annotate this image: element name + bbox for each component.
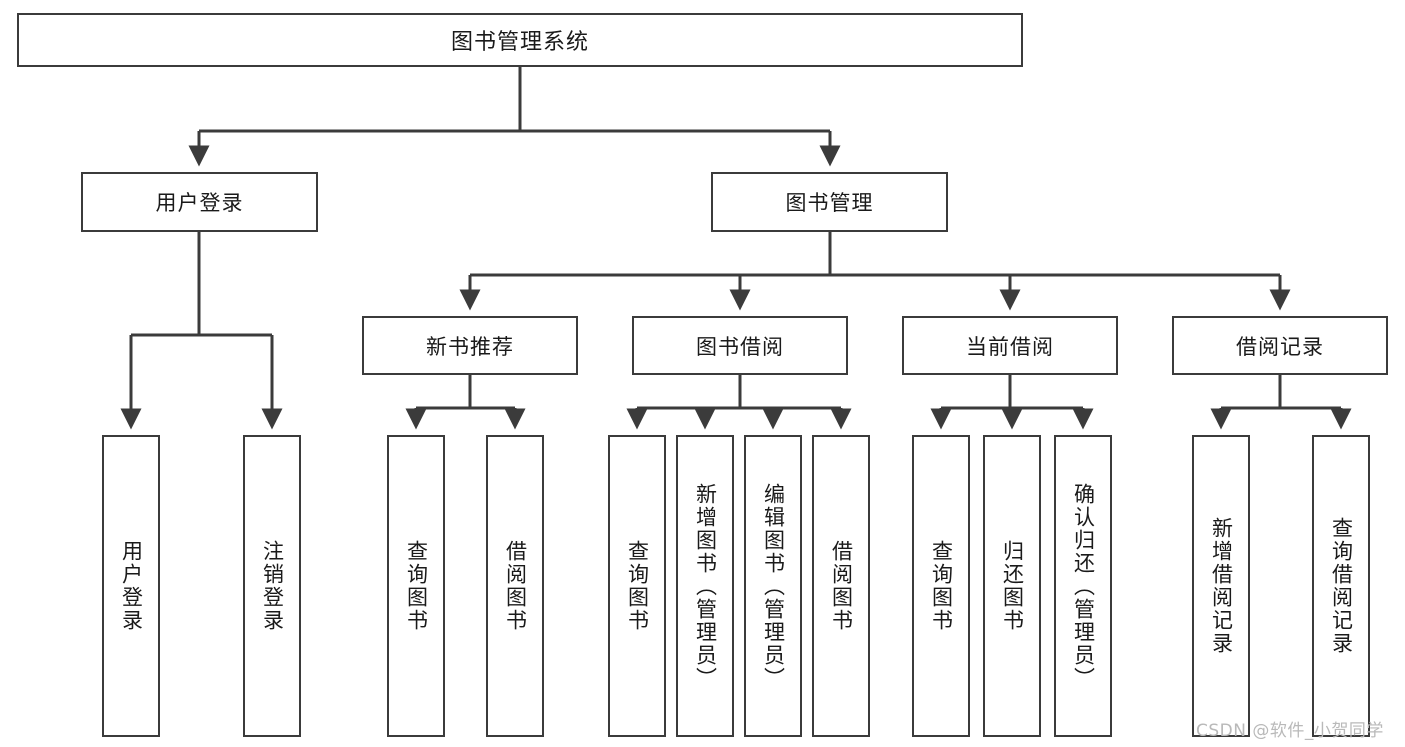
node-new-book-recommend[interactable]: 新书推荐 (362, 316, 578, 375)
node-book-borrow[interactable]: 图书借阅 (632, 316, 848, 375)
leaf-query-book-borrow[interactable]: 查询图书 (608, 435, 666, 737)
node-book-manage[interactable]: 图书管理 (711, 172, 948, 232)
leaf-query-borrow-record[interactable]: 查询借阅记录 (1312, 435, 1370, 737)
node-user-login[interactable]: 用户登录 (81, 172, 318, 232)
leaf-add-borrow-record[interactable]: 新增借阅记录 (1192, 435, 1250, 737)
leaf-borrow-book-recommend[interactable]: 借阅图书 (486, 435, 544, 737)
node-current-borrow[interactable]: 当前借阅 (902, 316, 1118, 375)
csdn-watermark: CSDN @软件_小贺同学 (1196, 721, 1384, 741)
leaf-edit-book-admin[interactable]: 编辑图书（管理员） (744, 435, 802, 737)
leaf-add-book-admin[interactable]: 新增图书（管理员） (676, 435, 734, 737)
node-root-system[interactable]: 图书管理系统 (17, 13, 1023, 67)
leaf-borrow-book[interactable]: 借阅图书 (812, 435, 870, 737)
leaf-query-book-recommend[interactable]: 查询图书 (387, 435, 445, 737)
leaf-return-book[interactable]: 归还图书 (983, 435, 1041, 737)
node-borrow-record[interactable]: 借阅记录 (1172, 316, 1388, 375)
leaf-query-book-current[interactable]: 查询图书 (912, 435, 970, 737)
leaf-logout[interactable]: 注销登录 (243, 435, 301, 737)
leaf-confirm-return-admin[interactable]: 确认归还（管理员） (1054, 435, 1112, 737)
leaf-user-login[interactable]: 用户登录 (102, 435, 160, 737)
